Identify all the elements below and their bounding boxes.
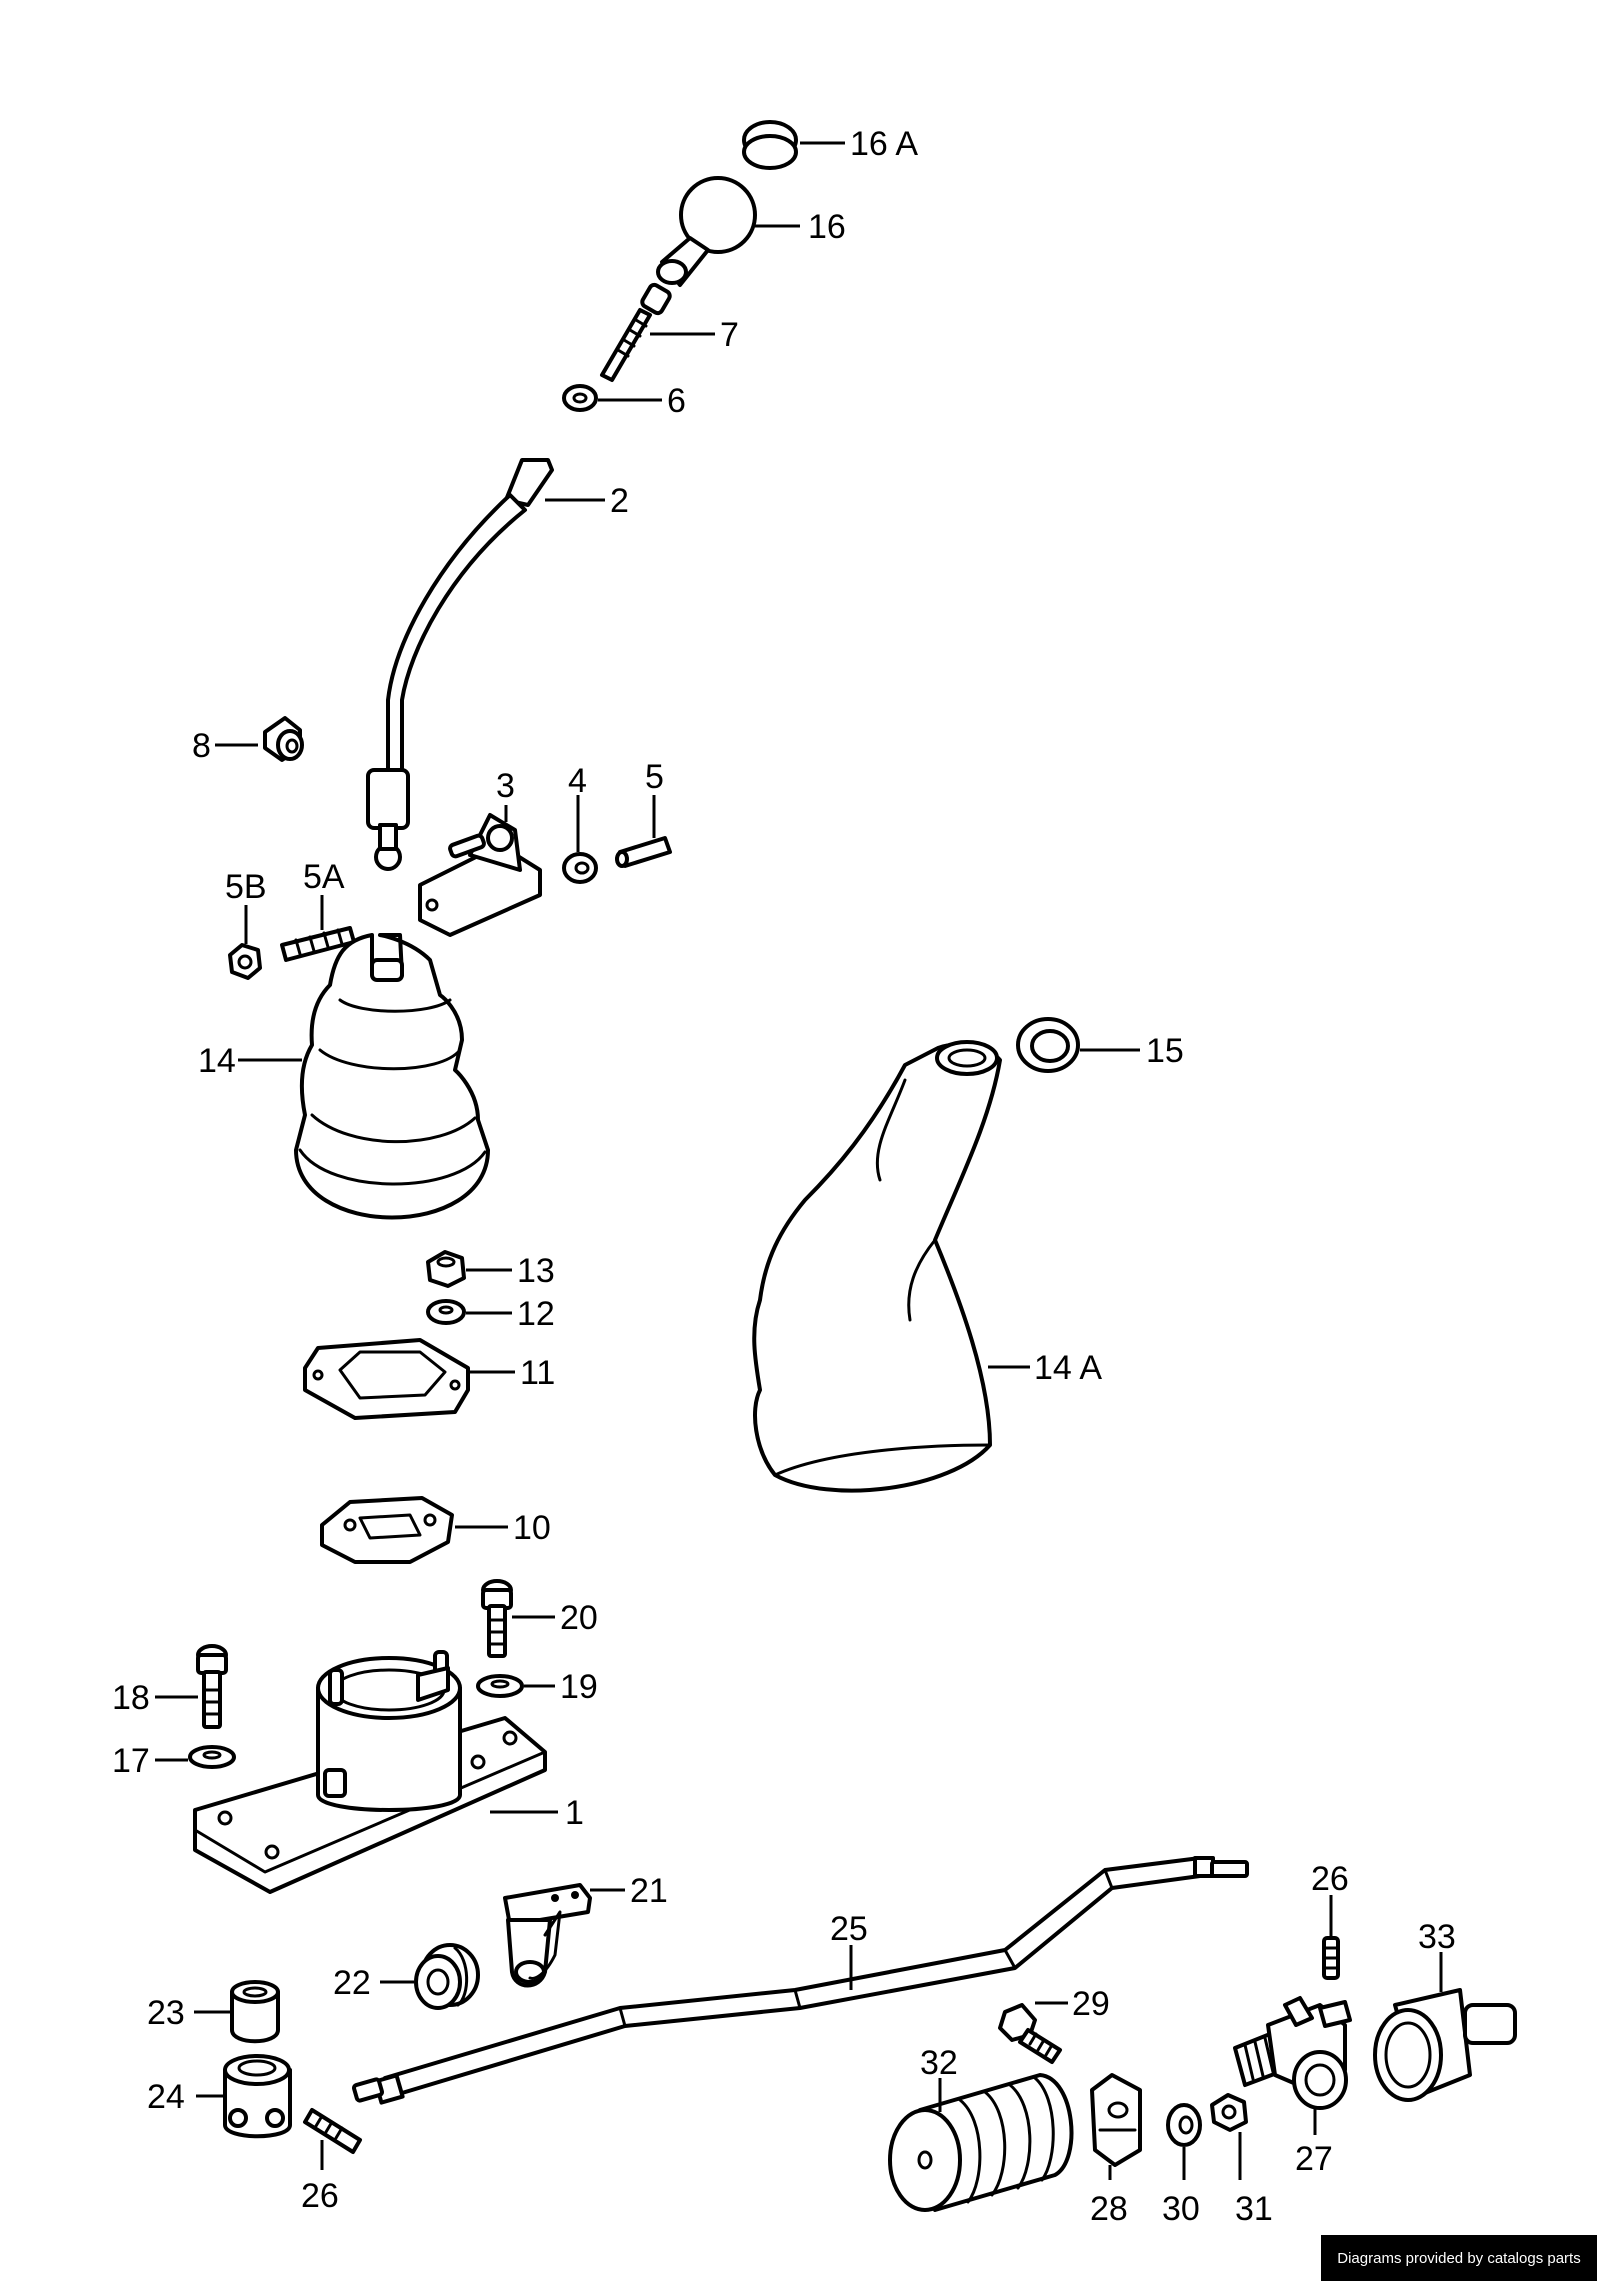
part-14-rubber-boot	[294, 933, 490, 1220]
part-5b-nut	[228, 943, 262, 980]
part-8-collar	[263, 716, 304, 762]
callout-3: 3	[496, 767, 515, 805]
part-7-stud	[600, 282, 672, 382]
callout-15: 15	[1146, 1032, 1184, 1070]
part-12-washer	[426, 1299, 466, 1325]
callout-29: 29	[1072, 1985, 1110, 2023]
part-2-shift-lever	[366, 458, 554, 871]
callout-30: 30	[1162, 2190, 1200, 2228]
part-25-shift-rod	[352, 1856, 1249, 2105]
part-33-coupling-sleeve	[1373, 1988, 1517, 2102]
callout-32: 32	[920, 2044, 958, 2082]
callout-33: 33	[1418, 1918, 1456, 1956]
callout-23: 23	[147, 1994, 185, 2032]
callout-14: 14	[198, 1042, 236, 1080]
part-6-washer	[562, 384, 598, 412]
callout-27: 27	[1295, 2140, 1333, 2178]
callout-21: 21	[630, 1872, 668, 1910]
callout-20: 20	[560, 1599, 598, 1637]
part-18-bolt	[196, 1644, 228, 1729]
callout-6: 6	[667, 382, 686, 420]
part-1-housing	[193, 1650, 547, 1894]
callout-25: 25	[830, 1910, 868, 1948]
part-21-clamp-bracket	[503, 1883, 592, 1988]
part-13-nut	[426, 1250, 466, 1288]
part-22-bushing	[414, 1943, 480, 2010]
part-27-universal-joint	[1233, 1996, 1352, 2110]
callout-26-top: 26	[1311, 1860, 1349, 1898]
part-23-bushing	[230, 1980, 280, 2044]
part-16a-ring	[742, 120, 798, 170]
part-20-bolt	[481, 1579, 513, 1658]
callout-5: 5	[645, 758, 664, 796]
part-15-ring	[1016, 1017, 1080, 1073]
part-19-lock-washer	[476, 1674, 524, 1698]
callout-24: 24	[147, 2078, 185, 2116]
part-29-bolt	[998, 2003, 1062, 2064]
callout-12: 12	[517, 1295, 555, 1333]
part-26-pin-bottom	[303, 2108, 362, 2154]
part-5-pin	[615, 836, 672, 868]
callout-5a: 5A	[303, 858, 345, 896]
callout-22: 22	[333, 1964, 371, 2002]
callout-10: 10	[513, 1509, 551, 1547]
callout-16: 16	[808, 208, 846, 246]
callout-18: 18	[112, 1679, 150, 1717]
part-30-washer	[1166, 2103, 1202, 2147]
callout-4: 4	[568, 762, 587, 800]
callout-17: 17	[112, 1742, 150, 1780]
callout-19: 19	[560, 1668, 598, 1706]
part-11-gasket	[303, 1338, 470, 1420]
callout-5b: 5B	[225, 868, 267, 906]
callout-1: 1	[565, 1794, 584, 1832]
part-4-washer	[562, 852, 598, 884]
callout-16a: 16 A	[850, 125, 918, 163]
callout-26-bottom: 26	[301, 2177, 339, 2215]
part-28-clamp	[1090, 2073, 1142, 2167]
part-16-shift-knob	[656, 176, 757, 287]
callout-13: 13	[517, 1252, 555, 1290]
part-14a-leather-boot	[752, 1040, 1002, 1493]
callout-31: 31	[1235, 2190, 1273, 2228]
credit-banner: Diagrams provided by catalogs parts	[1321, 2235, 1597, 2281]
part-24-bushing-block	[223, 2054, 292, 2139]
part-10-guide-plate	[320, 1496, 454, 1564]
part-32-bellows	[888, 2073, 1074, 2212]
callout-8: 8	[192, 727, 211, 765]
part-31-nut	[1210, 2093, 1248, 2132]
part-26-pin-top	[1322, 1936, 1340, 1980]
callout-28: 28	[1090, 2190, 1128, 2228]
callout-7: 7	[720, 316, 739, 354]
part-17-lock-washer	[188, 1745, 236, 1769]
part-3-bracket	[418, 813, 542, 937]
callout-14a: 14 A	[1034, 1349, 1102, 1387]
callout-2: 2	[610, 482, 629, 520]
callout-11: 11	[520, 1354, 555, 1392]
